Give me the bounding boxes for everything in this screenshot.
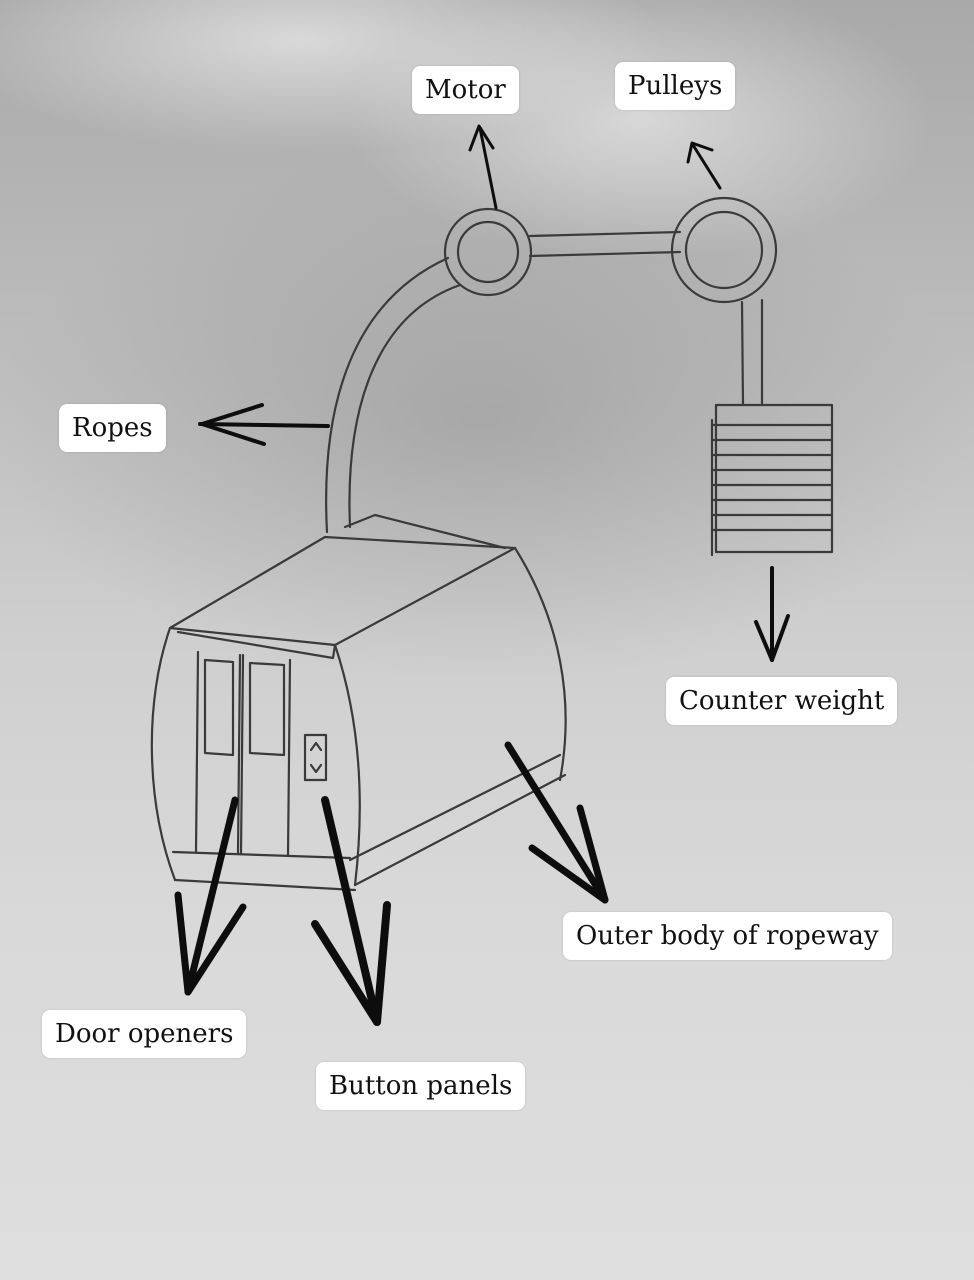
arrow-button-panels: [311, 796, 391, 1026]
arrow-pulleys: [686, 141, 722, 190]
arrow-outer-body: [504, 741, 609, 904]
label-door-openers: Door openers: [42, 1010, 247, 1058]
label-motor: Motor: [412, 66, 519, 114]
arrow-ropes: [198, 403, 330, 446]
label-outer-body: Outer body of ropeway: [563, 912, 892, 960]
rope-right: [740, 298, 764, 407]
arrow-motor: [468, 124, 498, 210]
motor-pulley: [443, 207, 533, 297]
cabin: [150, 513, 567, 892]
counter-weight-block: [710, 403, 834, 557]
label-ropes: Ropes: [59, 404, 166, 452]
rope-top: [528, 230, 682, 258]
label-button-panels: Button panels: [316, 1062, 526, 1110]
label-counter-weight: Counter weight: [666, 677, 898, 725]
rope-left: [325, 256, 462, 534]
arrow-door-openers: [174, 796, 247, 996]
pulley: [670, 196, 778, 304]
arrow-counter-weight: [754, 566, 790, 662]
label-pulleys: Pulleys: [615, 62, 736, 110]
